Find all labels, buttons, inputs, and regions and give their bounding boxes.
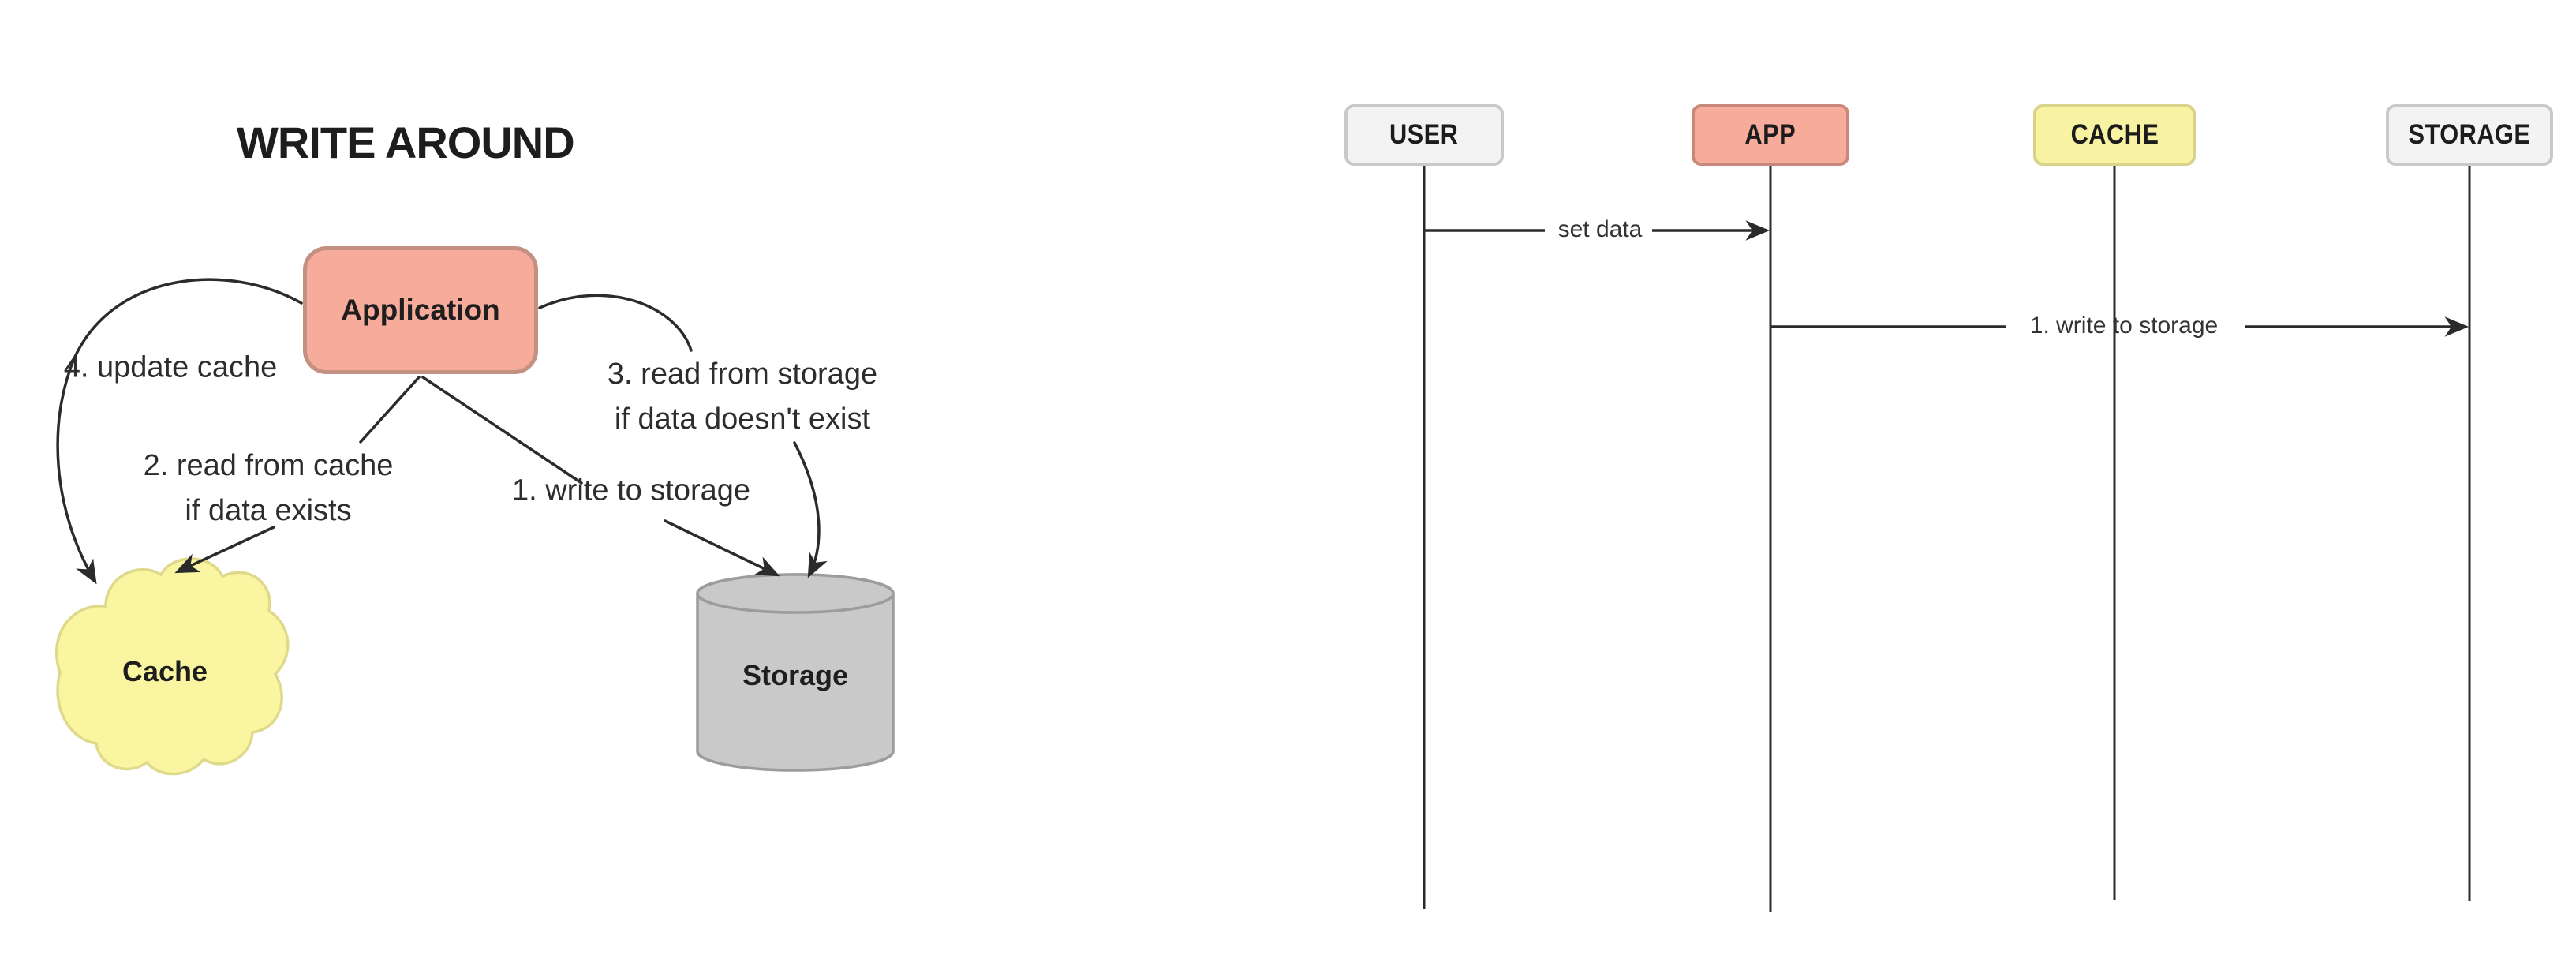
edge-read-storage-curve-1	[538, 294, 693, 352]
node-application: Application	[303, 246, 538, 374]
node-application-label: Application	[341, 294, 500, 326]
actor-storage-label: STORAGE	[2408, 119, 2531, 150]
sequence-lifelines	[1423, 166, 2471, 912]
cache-cloud-shape	[55, 557, 290, 776]
edge-read-storage-curve-2	[793, 441, 828, 578]
edge-read-cache-segment-2	[174, 526, 275, 574]
actor-cache-label: CACHE	[2070, 119, 2159, 150]
message-label-set-data: set data	[1557, 216, 1643, 242]
edge-write-storage-segment-2	[664, 519, 780, 577]
actor-cache: CACHE	[2033, 104, 2196, 166]
actor-storage: STORAGE	[2386, 104, 2553, 166]
sequence-messages	[1424, 220, 2469, 337]
edge-label-update-cache: 4. update cache	[63, 350, 278, 384]
edge-write-storage-segment-1	[421, 376, 583, 485]
storage-cylinder-shape	[696, 573, 895, 772]
edge-label-read-storage: 3. read from storage if data doesn't exi…	[608, 352, 877, 442]
message-label-write-storage: 1. write to storage	[2029, 313, 2219, 339]
edge-label-read-cache-line1: 2. read from cache	[143, 449, 394, 482]
edge-label-read-storage-line1: 3. read from storage	[607, 358, 878, 391]
edge-label-read-storage-line2: if data doesn't exist	[614, 402, 871, 436]
storage-cylinder-top	[696, 573, 895, 614]
edge-label-read-cache: 2. read from cache if data exists	[144, 444, 394, 534]
actor-user-label: USER	[1389, 119, 1459, 150]
node-storage-label: Storage	[742, 659, 849, 691]
page-title: WRITE AROUND	[237, 118, 575, 167]
actor-app-label: APP	[1744, 119, 1796, 150]
edge-label-write-storage: 1. write to storage	[511, 474, 751, 507]
node-cache-label: Cache	[122, 655, 208, 687]
actor-user: USER	[1344, 104, 1504, 166]
actor-app: APP	[1692, 104, 1849, 166]
edge-read-cache-segment-1	[359, 376, 421, 444]
edge-update-cache-curve	[56, 278, 303, 585]
edge-label-read-cache-line2: if data exists	[185, 494, 352, 527]
flow-edges	[56, 278, 828, 585]
